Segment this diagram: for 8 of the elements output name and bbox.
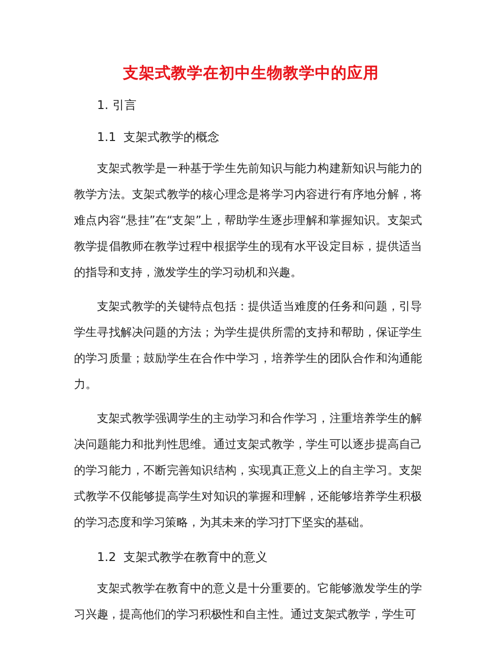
body-paragraph: 支架式教学在教育中的意义是十分重要的。它能够激发学生的学习兴趣，提高他们的学习积极性和自主性。通过支架式教学，学生可: [74, 580, 422, 623]
body-paragraph: 支架式教学强调学生的主动学习和合作学习，注重培养学生的解决问题能力和批判性思维。通过支架式教学，学生可以逐步提高自己的学习能力，不断完善知识结构，实现真正意义上的自主学习。支架式教学不仅能够提高学生对知识的掌握和理解，还能够培养学生积极的学习态度和学习策略，为其未来的学习打下坚实的基础。: [74, 410, 422, 531]
section-heading: 1.1 支架式教学的概念: [97, 129, 221, 146]
section-heading: 1.2 支架式教学在教育中的意义: [97, 549, 269, 566]
document-title: 支架式教学在初中生物教学中的应用: [122, 63, 380, 83]
body-paragraph: 支架式教学的关键特点包括：提供适当难度的任务和问题，引导学生寻找解决问题的方法；为学生提供所需的支持和帮助，保证学生的学习质量；鼓励学生在合作中学习，培养学生的团队合作和沟通能力。: [74, 298, 422, 393]
section-heading: 1. 引言: [97, 97, 138, 114]
body-paragraph: 支架式教学是一种基于学生先前知识与能力构建新知识与能力的教学方法。支架式教学的核心理念是将学习内容进行有序地分解，将难点内容“悬挂”在“支架”上，帮助学生逐步理解和掌握知识。支架式教学提倡教师在教学过程中根据学生的现有水平设定目标，提供适当的指导和支持，激发学生的学习动机和兴趣。: [74, 160, 422, 281]
